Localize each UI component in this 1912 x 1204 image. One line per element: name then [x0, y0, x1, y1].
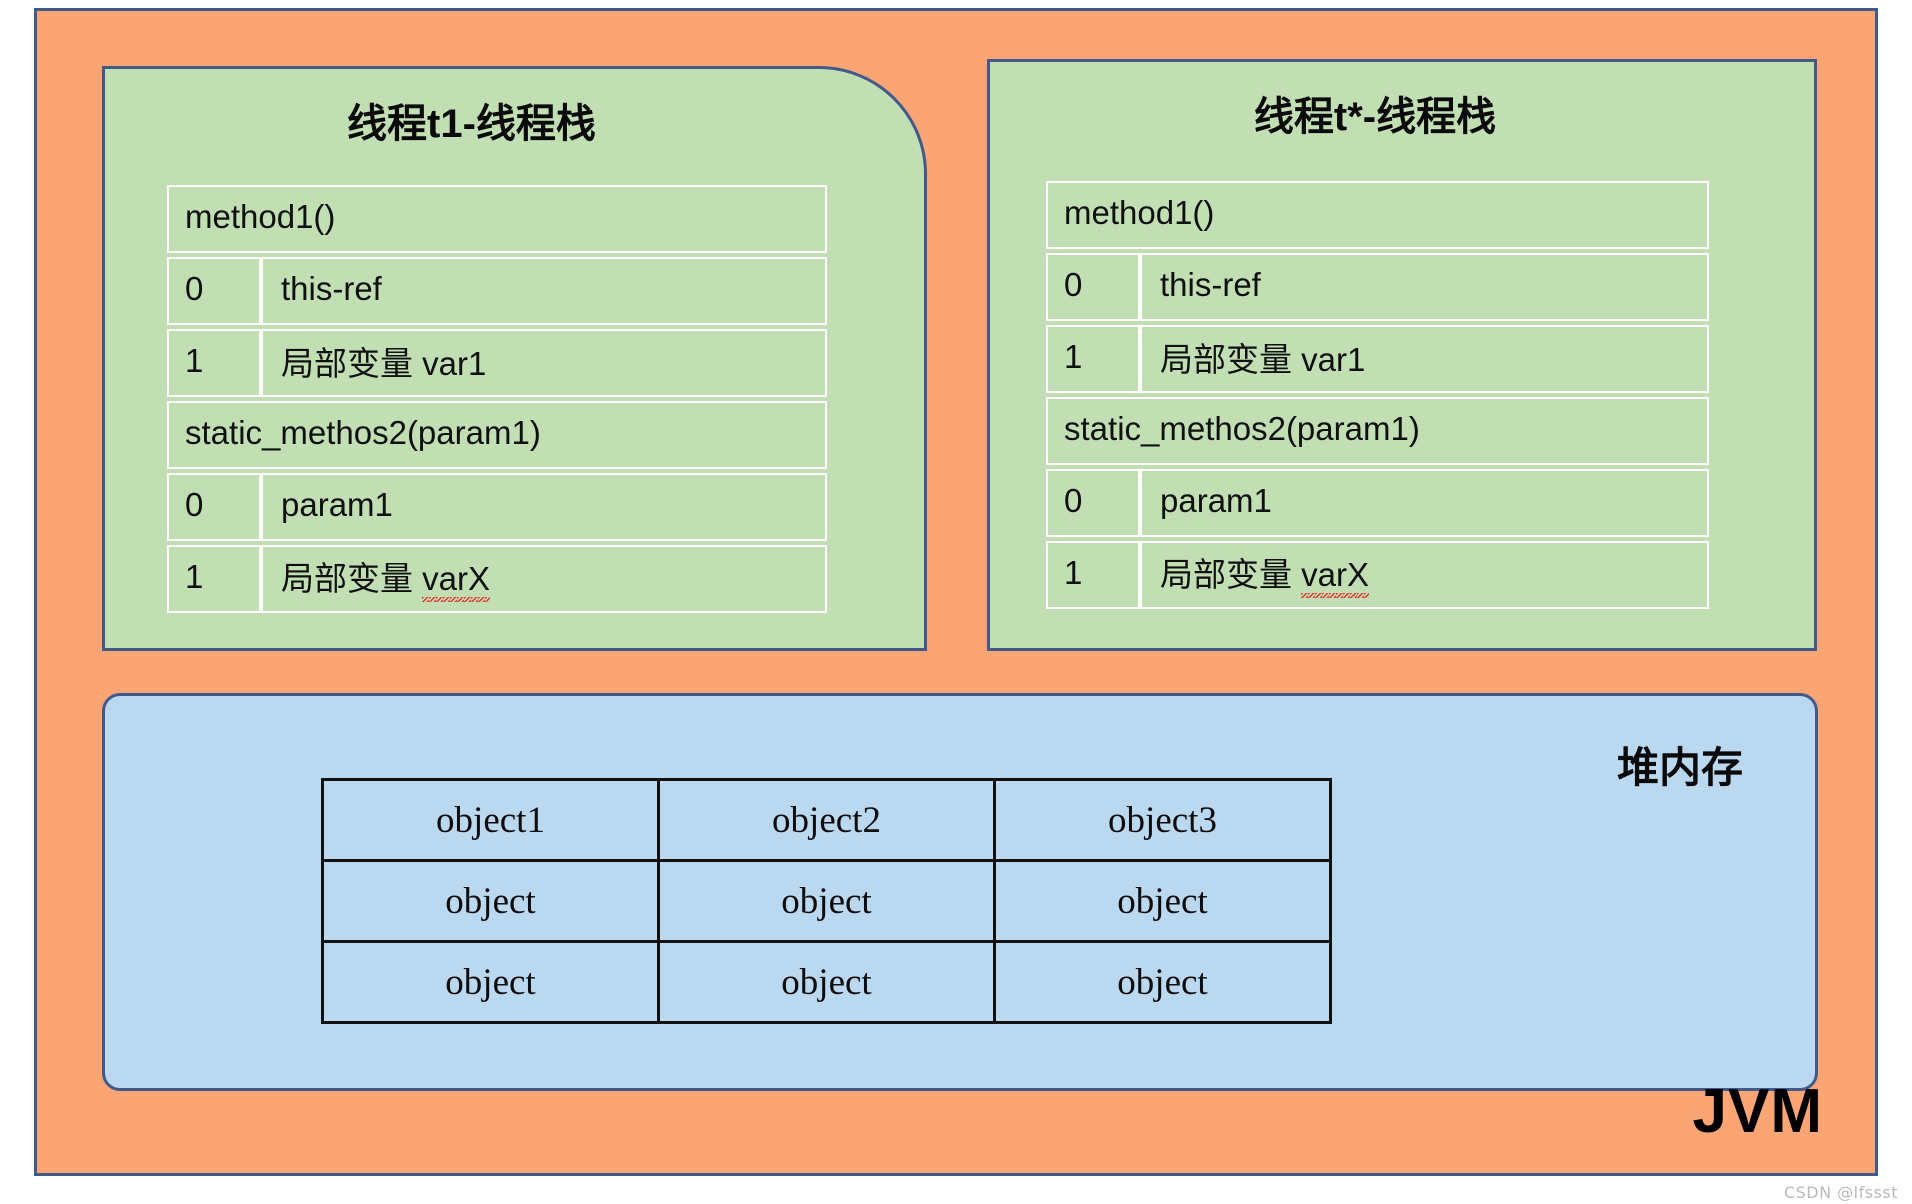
thread-stack-panel-0: 线程t1-线程栈 method1() 0 this-ref 1 局部变量 var… — [102, 66, 927, 651]
heap-object-cell: object — [321, 940, 660, 1024]
frame-method-label: static_methos2(param1) — [167, 401, 827, 469]
slot-index: 1 — [167, 545, 261, 613]
slot-row: 0 this-ref — [1046, 253, 1709, 321]
slot-index: 1 — [167, 329, 261, 397]
slot-index: 0 — [1046, 253, 1140, 321]
slot-value: 局部变量 var1 — [261, 329, 827, 397]
slot-value-prefix: 局部变量 — [1160, 556, 1302, 593]
spellcheck-underlined-word: varX — [422, 560, 491, 602]
slot-value: this-ref — [261, 257, 827, 325]
table-row: object object object — [321, 859, 1332, 943]
slot-row: 0 param1 — [167, 473, 827, 541]
jvm-container: 线程t1-线程栈 method1() 0 this-ref 1 局部变量 var… — [34, 8, 1878, 1176]
heap-object-cell: object — [993, 859, 1332, 943]
frame-method-row: method1() — [167, 185, 827, 253]
stack-frame-table-0: method1() 0 this-ref 1 局部变量 var1 static_… — [167, 181, 827, 617]
thread-stack-title-0: 线程t1-线程栈 — [347, 102, 596, 146]
frame-method-row: static_methos2(param1) — [1046, 397, 1709, 465]
slot-value-misspelled: 局部变量 varX — [1140, 541, 1709, 609]
thread-stack-panel-1: 线程t*-线程栈 method1() 0 this-ref 1 局部变量 var… — [987, 59, 1817, 651]
slot-index: 0 — [1046, 469, 1140, 537]
slot-row: 0 this-ref — [167, 257, 827, 325]
slot-value: param1 — [1140, 469, 1709, 537]
heap-object-table: object1 object2 object3 object object ob… — [321, 778, 1332, 1024]
heap-object-cell: object2 — [657, 778, 996, 862]
heap-object-cell: object — [657, 859, 996, 943]
frame-method-row: static_methos2(param1) — [167, 401, 827, 469]
frame-method-label: method1() — [1046, 181, 1709, 249]
slot-value: this-ref — [1140, 253, 1709, 321]
spellcheck-underlined-word: varX — [1301, 556, 1370, 598]
table-row: object1 object2 object3 — [321, 778, 1332, 862]
heap-memory-panel: 堆内存 object1 object2 object3 object objec… — [102, 693, 1818, 1091]
slot-index: 1 — [1046, 325, 1140, 393]
stack-frame-table-1: method1() 0 this-ref 1 局部变量 var1 static_… — [1046, 177, 1709, 613]
slot-value-prefix: 局部变量 — [281, 560, 423, 597]
watermark: CSDN @lfssst — [1783, 1183, 1898, 1202]
slot-value: 局部变量 var1 — [1140, 325, 1709, 393]
heap-object-cell: object — [321, 859, 660, 943]
heap-object-cell: object3 — [993, 778, 1332, 862]
slot-row: 1 局部变量 var1 — [167, 329, 827, 397]
frame-method-row: method1() — [1046, 181, 1709, 249]
heap-object-cell: object — [993, 940, 1332, 1024]
slot-row: 1 局部变量 varX — [167, 545, 827, 613]
slot-row: 1 局部变量 varX — [1046, 541, 1709, 609]
slot-index: 0 — [167, 473, 261, 541]
heap-object-cell: object1 — [321, 778, 660, 862]
table-row: object object object — [321, 940, 1332, 1024]
slot-value: param1 — [261, 473, 827, 541]
slot-row: 0 param1 — [1046, 469, 1709, 537]
thread-stack-title-1: 线程t*-线程栈 — [1253, 95, 1497, 139]
heap-memory-label: 堆内存 — [1616, 744, 1743, 791]
slot-row: 1 局部变量 var1 — [1046, 325, 1709, 393]
frame-method-label: static_methos2(param1) — [1046, 397, 1709, 465]
slot-index: 0 — [167, 257, 261, 325]
slot-value-misspelled: 局部变量 varX — [261, 545, 827, 613]
heap-object-cell: object — [657, 940, 996, 1024]
jvm-label: JVM — [1692, 1077, 1823, 1146]
slot-index: 1 — [1046, 541, 1140, 609]
frame-method-label: method1() — [167, 185, 827, 253]
